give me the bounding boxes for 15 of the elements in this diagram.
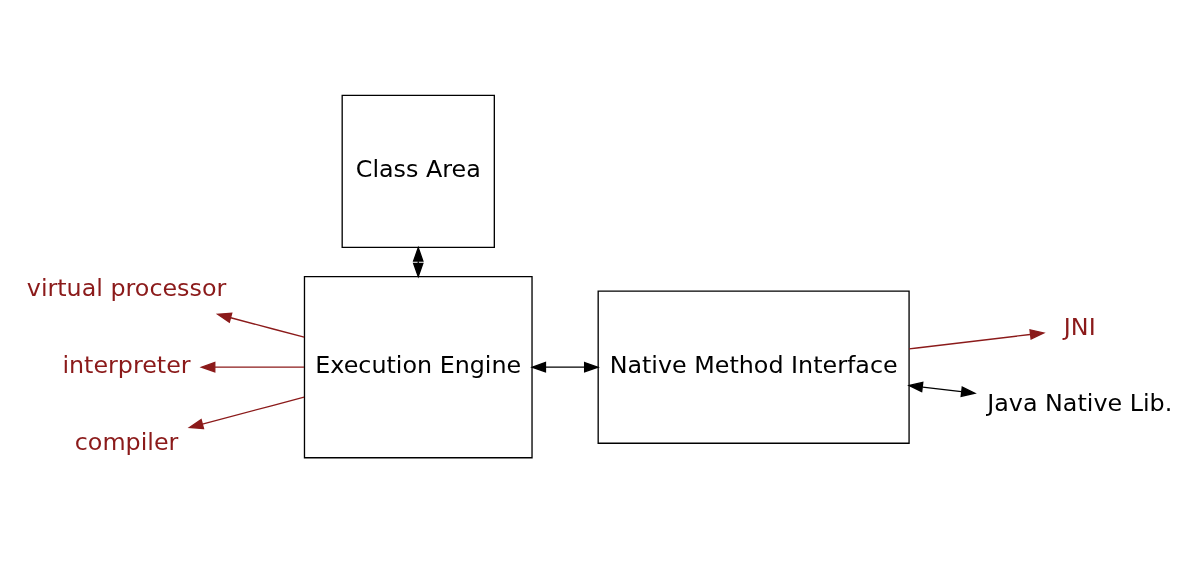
arrow	[199, 361, 305, 373]
arrow	[215, 312, 305, 338]
node-text: Java Native Lib.	[987, 388, 1173, 417]
node-box: Native Method Interface	[597, 289, 910, 444]
node-box: Class Area	[341, 94, 495, 248]
arrow	[187, 395, 305, 429]
node-text: JNI	[1063, 312, 1096, 341]
arrow	[907, 381, 977, 397]
node-text: compiler	[74, 427, 179, 456]
arrow	[530, 361, 600, 373]
node-text: interpreter	[62, 350, 191, 379]
node-text: virtual processor	[26, 273, 227, 302]
node-box: Execution Engine	[303, 275, 533, 458]
arrow	[908, 328, 1046, 350]
arrow	[412, 245, 424, 279]
